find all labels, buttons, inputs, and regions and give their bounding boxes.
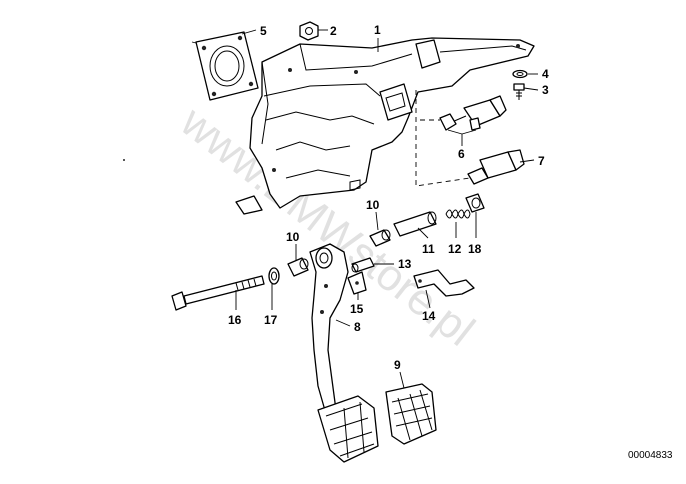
callout-2: 2 bbox=[330, 24, 337, 38]
part-9-pedal-pad bbox=[385, 383, 437, 445]
part-18-cap bbox=[465, 193, 485, 213]
part-7-switch bbox=[467, 149, 535, 185]
part-1-pedal-bracket bbox=[235, 37, 535, 215]
part-2-nut bbox=[299, 21, 319, 41]
callout-15: 15 bbox=[350, 302, 364, 316]
callout-leaders bbox=[235, 29, 539, 389]
part-8-pedal-arm bbox=[309, 243, 379, 463]
part-6-stop-light-switch bbox=[439, 95, 507, 146]
callout-6: 6 bbox=[458, 147, 465, 161]
callout-10-lower: 10 bbox=[286, 230, 300, 244]
callout-3: 3 bbox=[542, 83, 549, 97]
callout-17: 17 bbox=[264, 313, 278, 327]
callout-16: 16 bbox=[228, 313, 242, 327]
callout-10-upper: 10 bbox=[366, 198, 380, 212]
callout-8: 8 bbox=[354, 320, 361, 334]
part-11-sleeve bbox=[393, 211, 437, 237]
part-15-clip bbox=[347, 271, 367, 295]
part-17-washer bbox=[268, 267, 280, 285]
callout-9: 9 bbox=[394, 358, 401, 372]
callout-labels: 1 2 3 4 5 6 7 8 9 10 10 11 12 13 14 15 1… bbox=[228, 23, 549, 372]
part-10-bushing-upper bbox=[369, 229, 391, 247]
part-14-lever bbox=[413, 269, 475, 297]
part-13-pin bbox=[351, 257, 375, 273]
callout-18: 18 bbox=[468, 242, 482, 256]
callout-4: 4 bbox=[542, 67, 549, 81]
callout-1: 1 bbox=[374, 23, 381, 37]
callout-7: 7 bbox=[538, 154, 545, 168]
diagram-reference-number: 00004833 bbox=[628, 450, 673, 461]
callout-14: 14 bbox=[422, 309, 436, 323]
part-16-bolt bbox=[171, 275, 265, 311]
part-3-screw bbox=[513, 83, 525, 100]
part-4-washer bbox=[512, 69, 528, 79]
part-12-spring bbox=[445, 209, 471, 219]
dashed-alignment-line bbox=[415, 90, 471, 187]
callout-5: 5 bbox=[260, 24, 267, 38]
part-5-gasket bbox=[191, 31, 259, 101]
callout-12: 12 bbox=[448, 242, 462, 256]
stray-dot bbox=[123, 159, 125, 161]
part-10-bushing-lower bbox=[287, 257, 309, 277]
callout-13: 13 bbox=[398, 257, 412, 271]
callout-11: 11 bbox=[422, 242, 435, 256]
